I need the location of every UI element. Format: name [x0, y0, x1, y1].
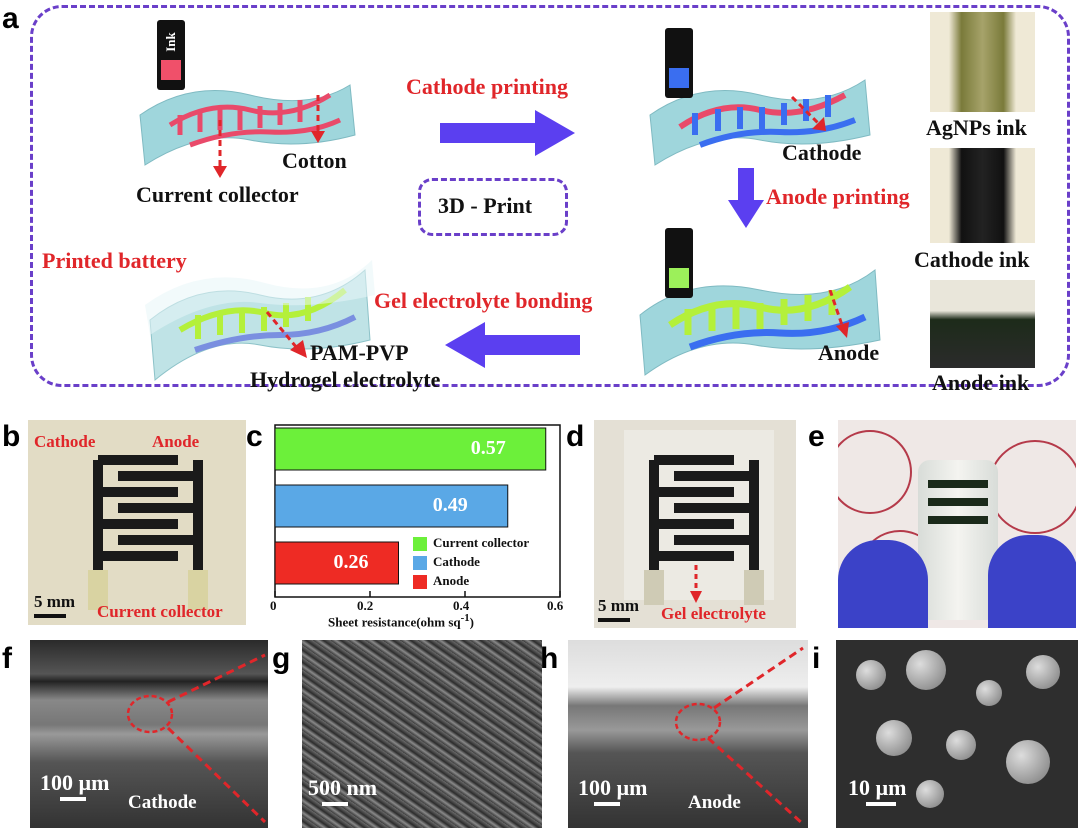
panel-label-c: c — [246, 420, 263, 453]
x-tick-1: 0.2 — [357, 598, 374, 613]
g-scale-bar — [322, 802, 348, 806]
bar-anode — [274, 541, 399, 585]
panel-label-i: i — [812, 642, 821, 675]
panel-label-h: h — [540, 642, 559, 675]
arrow-right-icon — [440, 110, 575, 156]
arrow-down-icon — [728, 168, 764, 228]
d-scale-bar — [598, 618, 630, 622]
cathode-illustration — [649, 79, 871, 166]
g-scale-label: 500 nm — [308, 775, 378, 800]
f-scale-bar — [60, 797, 86, 801]
h-anode-label: Anode — [688, 792, 741, 813]
legend-swatch-anode — [413, 575, 427, 589]
h-zoom-indicator — [674, 646, 805, 826]
x-tick-0: 0 — [270, 598, 277, 613]
h-scale-label: 100 µm — [578, 775, 648, 800]
cathode-printing-label: Cathode printing — [406, 74, 568, 99]
i-scale-bar — [866, 802, 896, 806]
arrow-left-icon — [445, 322, 580, 368]
cathode-ink-photo — [930, 148, 1035, 243]
cathode-ink-label: Cathode ink — [914, 247, 1030, 272]
panel-label-d: d — [566, 420, 585, 453]
pam-pvp-label: PAM-PVP — [310, 340, 409, 365]
gel-bonding-label: Gel electrolyte bonding — [374, 288, 593, 313]
anode-illustration — [639, 269, 881, 376]
b-scale-bar — [34, 614, 66, 618]
anode-printing-label: Anode printing — [766, 184, 910, 209]
x-tick-3: 0.6 — [547, 598, 564, 613]
legend-swatch-cathode — [413, 556, 427, 570]
i-scale-label: 10 µm — [848, 775, 907, 800]
3d-print-box — [418, 178, 568, 236]
bar-value-label: 0.49 — [432, 494, 468, 516]
x-tick-2: 0.4 — [453, 598, 470, 613]
anode-sem-magnified — [836, 640, 1078, 828]
electrode-pattern — [88, 455, 208, 610]
legend-anode: Anode — [433, 573, 470, 588]
f-scale-label: 100 µm — [40, 770, 110, 795]
ink-pen-green — [665, 228, 693, 298]
ink-pen-blue — [665, 28, 693, 98]
3d-print-label: 3D - Print — [438, 193, 533, 218]
bar-cathode — [274, 484, 509, 528]
panel-label-e: e — [808, 420, 825, 453]
arrow-to-gel — [690, 565, 702, 603]
printed-pattern-photo — [28, 420, 246, 625]
legend-current-collector: Current collector — [433, 535, 530, 550]
current-collector-label: Current collector — [136, 182, 299, 207]
arrow-to-cotton — [311, 95, 325, 143]
anode-ink-photo — [930, 280, 1035, 368]
x-axis-label: Sheet resistance(ohm sq-1) — [328, 612, 475, 630]
bar-value-label: 0.57 — [470, 437, 506, 459]
gel-pattern — [624, 430, 774, 605]
printed-battery-illustration — [145, 260, 375, 381]
panel-label-b: b — [2, 420, 21, 453]
printed-battery-label: Printed battery — [42, 248, 187, 273]
f-cathode-label: Cathode — [128, 792, 197, 813]
cotton-label: Cotton — [282, 148, 347, 173]
b-cathode-label: Cathode — [34, 432, 96, 451]
d-scale-label: 5 mm — [598, 596, 640, 615]
panel-label-a: a — [2, 2, 19, 35]
bar-value-label: 0.26 — [333, 551, 369, 573]
b-anode-label: Anode — [152, 432, 200, 451]
arrow-to-collector — [213, 120, 227, 178]
legend-swatch-current-collector — [413, 537, 427, 551]
b-current-collector-label: Current collector — [97, 602, 223, 621]
ink-pen-red: Ink — [157, 20, 185, 90]
cathode-sem-magnified — [302, 640, 542, 828]
d-gel-label: Gel electrolyte — [661, 604, 766, 623]
anode-ink-label: Anode ink — [932, 370, 1030, 395]
arrow-to-hydrogel — [265, 311, 307, 358]
bent-battery-photo — [838, 420, 1076, 628]
agnps-ink-photo — [930, 12, 1035, 112]
b-scale-label: 5 mm — [34, 592, 76, 611]
agnps-ink-label: AgNPs ink — [926, 115, 1027, 140]
hydrogel-label: Hydrogel electrolyte — [250, 367, 441, 392]
panel-label-g: g — [272, 642, 291, 675]
current-collector-illustration — [139, 84, 356, 166]
h-scale-bar — [594, 802, 620, 806]
sheet-resistance-chart — [274, 424, 561, 598]
panel-label-f: f — [2, 642, 12, 675]
bar-current-collector — [274, 427, 547, 471]
cathode-label: Cathode — [782, 140, 862, 165]
arrow-to-cathode — [790, 95, 826, 131]
legend-cathode: Cathode — [433, 554, 480, 569]
arrow-to-anode — [828, 290, 849, 338]
anode-label: Anode — [818, 340, 880, 365]
f-zoom-indicator — [126, 653, 267, 824]
